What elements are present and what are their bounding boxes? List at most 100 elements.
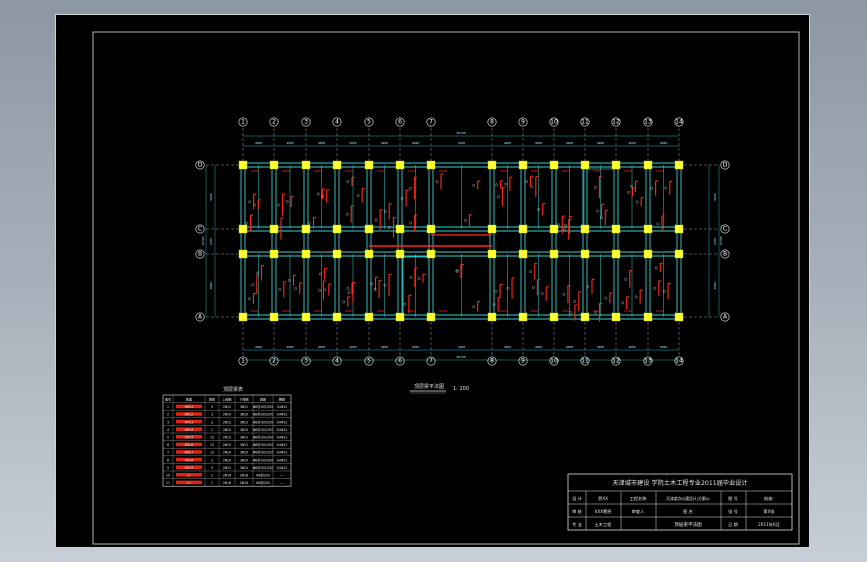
rebar-tag (656, 222, 660, 226)
column (332, 312, 342, 322)
dimension-text: 4000 (255, 141, 262, 145)
rebar-tag (294, 287, 298, 290)
column (426, 249, 436, 259)
tb-cell: 专 业 (572, 521, 582, 528)
dimension-text: 56700 (456, 355, 465, 359)
rebar-tag (630, 185, 633, 188)
table-cell: 3Φ22 (240, 420, 248, 424)
rebar-tag (556, 223, 560, 227)
tb-cell: 工程名称 (630, 495, 647, 502)
rebar-tag (627, 190, 630, 194)
axis-label: 9 (521, 358, 525, 365)
rebar-tag (346, 180, 350, 184)
column (674, 224, 684, 234)
table-cell: 2Φ22 (223, 405, 231, 409)
table-highlight (176, 450, 202, 454)
axis-label: C (723, 226, 727, 233)
column (395, 160, 405, 170)
tb-cell: 设 计 (572, 495, 582, 502)
table-highlight (176, 465, 202, 469)
column (643, 224, 653, 234)
axis-bubble (580, 117, 590, 127)
tb-cell: 土木工程 (595, 521, 613, 528)
column (674, 249, 684, 259)
axis-label: 13 (644, 119, 652, 126)
axis-label: 12 (612, 358, 620, 365)
column (364, 249, 374, 259)
axis-label: B (198, 251, 202, 258)
axis-label: D (723, 162, 728, 169)
column (332, 224, 342, 234)
dimension-text: 4000 (255, 345, 262, 349)
rebar-tag (653, 287, 657, 290)
dimension-text: 4000 (660, 345, 667, 349)
column (611, 224, 621, 234)
rebar-tag (621, 301, 625, 305)
table-cell: 2Φ22 (223, 435, 231, 439)
rebar-tag (317, 192, 320, 196)
rebar-tag (277, 203, 280, 207)
table-cell: G4Φ12 (277, 443, 288, 447)
table-header-cell: 腰筋 (279, 396, 285, 401)
table-cell: WKL2 (185, 413, 194, 417)
rebar-tag (383, 283, 387, 287)
column (395, 224, 405, 234)
column (487, 249, 497, 259)
table-cell: WKL8 (185, 458, 194, 462)
tb-cell: 第X张 (763, 508, 775, 515)
axis-bubble (720, 160, 730, 170)
column (549, 224, 559, 234)
table-cell: G4Φ12 (277, 405, 288, 409)
tb-cell: 贾XX (598, 496, 608, 502)
axis-bubble (487, 356, 497, 366)
rebar-tag (455, 270, 459, 273)
table-cell: G4Φ12 (277, 413, 288, 417)
rebar-tag (403, 302, 407, 306)
rebar-tag (356, 194, 360, 198)
column (580, 160, 590, 170)
table-cell: G4Φ12 (277, 451, 288, 455)
rebar-tag (562, 292, 566, 296)
table-cell: WKL4 (185, 428, 194, 432)
title-block: 天津城市建设 学院土木工程专业2011届毕业设计 设 计 贾XX 工程名称 天津… (567, 473, 793, 531)
rebar-tag (494, 290, 498, 293)
table-cell: Φ8@100/200 (253, 458, 273, 462)
column (487, 160, 497, 170)
axis-label: D (198, 162, 203, 169)
dimension-text: 6000 (209, 282, 213, 289)
rebar-tag (497, 195, 500, 199)
table-cell: WKL9 (185, 466, 194, 470)
axis-bubble (364, 356, 374, 366)
plan-title: 顶层梁平法图 (414, 383, 444, 390)
rebar-tag (654, 266, 658, 270)
column (549, 249, 559, 259)
dimension-text: 4300 (458, 345, 465, 349)
table-cell: Φ8@100/200 (253, 466, 273, 470)
rebar-tag (594, 186, 597, 189)
dimension-text: 4000 (286, 141, 293, 145)
column (426, 224, 436, 234)
table-cell: — (280, 481, 283, 485)
column (238, 312, 248, 322)
dimension-text: 14700 (201, 236, 205, 245)
structural-drawing[interactable]: 5670056700400040004000400040004000400040… (56, 15, 811, 549)
column (426, 312, 436, 322)
table-cell: 3Φ22 (240, 443, 248, 447)
axis-bubble (332, 356, 342, 366)
axis-label: 9 (521, 119, 525, 126)
column (301, 160, 311, 170)
table-cell: Φ8@200 (256, 481, 269, 485)
table-cell: 8 (167, 458, 169, 462)
axis-bubble (518, 356, 528, 366)
rebar-tag (374, 218, 378, 222)
rebar-tag (472, 305, 476, 309)
table-cell: Φ8@100/200 (253, 451, 273, 455)
opening (583, 168, 619, 228)
table-cell: Φ8@100/200 (253, 413, 273, 417)
axis-label: 4 (335, 358, 339, 365)
rebar-tag (564, 223, 567, 227)
column (487, 312, 497, 322)
table-header-cell: 跨数 (209, 396, 215, 401)
table-cell: 6 (167, 443, 169, 447)
